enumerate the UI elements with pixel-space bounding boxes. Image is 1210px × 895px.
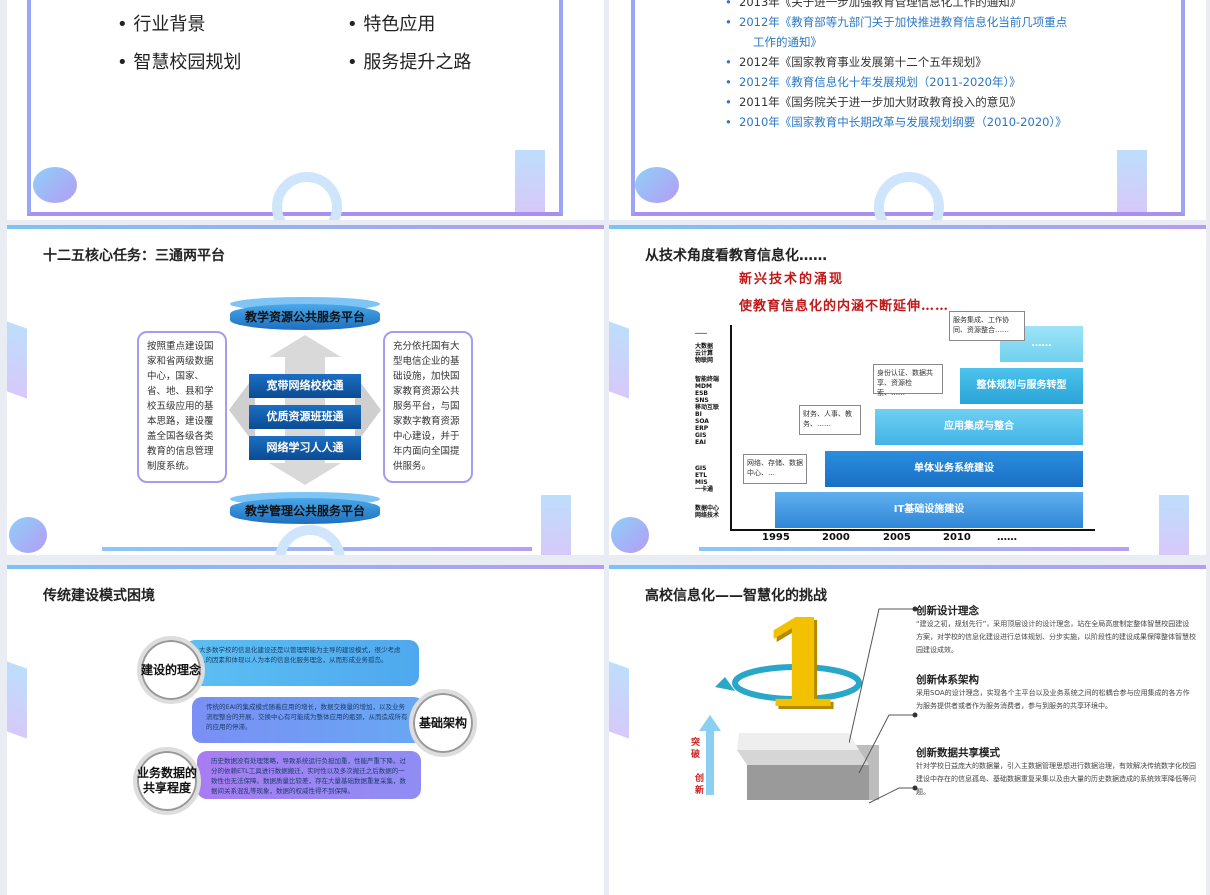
policy-item: •2010年《国家教育中长期改革与发展规划纲要（2010-2020）》 [725,115,1067,129]
innovation-heading: 创新数据共享模式 [916,747,1000,759]
decor-ring [272,172,342,220]
slide-title: 高校信息化——智慧化的挑战 [645,588,827,604]
slide-thumbnail-1[interactable]: • 行业背景 • 特色应用 • 智慧校园规划 • 服务提升之路 [7,0,604,220]
slide-thumbnail-2[interactable]: •2013年《关于进一步加强教育管理信息化工作的通知》 •2012年《教育部等九… [609,0,1206,220]
slide-thumbnail-6[interactable]: 高校信息化——智慧化的挑战 1 突破 创新 创新设计理念 “建设之初，规划先行”… [609,565,1206,895]
innovation-heading: 创新设计理念 [916,605,979,617]
innovation-text: 采用SOA的设计理念，实现各个主平台以及业务系统之间的松耦合参与应用集成的各方作… [916,689,1190,710]
step-bar: 单体业务系统建设 [825,451,1083,487]
slide-title: 十二五核心任务：三通两平台 [43,248,225,264]
decor-bubble [611,517,649,553]
decor-bubble [635,167,679,203]
platform-bottom: 教学管理公共服务平台 [230,498,380,524]
x-label: 2000 [822,532,850,543]
decor-block [1117,150,1147,212]
y-label: …… [695,329,707,336]
bottom-line [699,547,1129,551]
decor-block [515,150,545,212]
decor-block [1159,495,1189,555]
step-bar: 应用集成与整合 [875,409,1083,445]
y-label: 智能终端 MDM ESB SNS 移动互联 BI SOA ERP GIS EAI [695,376,720,446]
x-label: …… [997,532,1017,543]
bullet-item: • 服务提升之路 [347,52,472,73]
issue-bar: 传统的EAI的集成模式随着应用的增长，数据交换量的增加，以及业务流程整合的开展，… [192,697,424,743]
innovation-heading: 创新体系架构 [916,674,979,686]
slide-title: 传统建设模式困境 [43,588,155,604]
policy-item: •2011年《国务院关于进一步加大财政教育投入的意见》 [725,95,1022,109]
callout-tag: 服务集成、工作协同、资源整合…… [949,311,1025,341]
right-description: 充分依托国有大型电信企业的基础设施，加快国家教育资源公共服务平台，与国家数字教育… [383,331,473,483]
decor-ring [874,172,944,220]
bullet-item: • 特色应用 [347,14,436,35]
y-label: 数据中心 网络技术 [695,505,720,519]
top-line [609,565,1206,569]
y-label: 大数据 云计算 物联网 [695,343,714,364]
handwritten-line-2: 使教育信息化的内涵不断延伸…… [739,299,950,314]
y-label: GIS ETL MIS 一卡通 [695,465,714,493]
decor-block [7,661,27,739]
y-axis [730,325,732,530]
issue-bar: 历史数据没有处理策略，导致系统运行负担加重，性能严重下降。过分的依赖ETL工具进… [197,751,421,799]
theme-circle: 建设的理念 [137,636,205,704]
callout-tag: 身份认证、数据共享、资源检索、…… [873,364,943,397]
decor-bubble [9,517,47,553]
top-line [7,225,604,229]
innovation-text: “建设之初，规划先行”，采用顶层设计的设计理念，站在全局高度制定整体智慧校园建设… [916,620,1196,654]
left-description: 按照重点建设国家和省两级数据中心，国家、省、地、县和学校五级应用的基本思路，建设… [137,331,227,483]
side-text: 突破 [691,738,701,760]
handwritten-line-1: 新兴技术的涌现 [739,272,845,287]
big-digit: 1 [759,594,843,735]
policy-item: •2012年《教育信息化十年发展规划（2011-2020年）》 [725,75,1021,89]
slide-thumbnail-3[interactable]: 十二五核心任务：三通两平台 教学资源公共服务平台 教学管理公共服务平台 宽带网络… [7,225,604,555]
number-one-illustration [715,664,879,800]
issue-bar: 大多数学校的信息化建设还是以管理职能为主导的建设模式，很少考虑人的因素和体现以人… [185,640,419,686]
slide-thumbnail-5[interactable]: 传统建设模式困境 大多数学校的信息化建设还是以管理职能为主导的建设模式，很少考虑… [7,565,604,895]
decor-block [7,321,27,399]
decor-block [609,661,629,739]
theme-circle: 业务数据的共享程度 [133,747,201,815]
slide-title: 从技术角度看教育信息化…… [645,248,827,264]
policy-item: •2012年《教育部等九部门关于加快推进教育信息化当前几项重点 [725,15,1068,29]
decor-block [541,495,571,555]
x-label: 1995 [762,532,790,543]
bullet-item: • 智慧校园规划 [117,52,242,73]
arrow-up-icon [699,715,721,795]
policy-item-cont: 工作的通知》 [753,35,822,49]
middle-item: 网络学习人人通 [249,436,361,460]
x-axis [730,529,1095,531]
middle-item: 宽带网络校校通 [249,374,361,398]
decor-bubble [33,167,77,203]
theme-circle: 基础架构 [409,689,477,757]
step-bar: 整体规划与服务转型 [960,368,1083,404]
slide-thumbnail-4[interactable]: 从技术角度看教育信息化…… 新兴技术的涌现 使教育信息化的内涵不断延伸…… ……… [609,225,1206,555]
bullet-item: • 行业背景 [117,14,206,35]
platform-top: 教学资源公共服务平台 [230,304,380,330]
x-label: 2010 [943,532,971,543]
step-bar: IT基础设施建设 [775,492,1083,528]
policy-item: •2013年《关于进一步加强教育管理信息化工作的通知》 [725,0,1022,9]
decor-block [609,321,629,399]
middle-item: 优质资源班班通 [249,405,361,429]
callout-tag: 财务、人事、教务、…… [799,405,861,435]
top-line [609,225,1206,229]
x-label: 2005 [883,532,911,543]
side-text: 创新 [695,774,705,796]
innovation-text: 针对学校日益庞大的数据量，引入主数据管理思想进行数据治理，有效解决传统数字化校园… [916,762,1196,796]
top-line [7,565,604,569]
connector-lines [849,606,918,804]
policy-item: •2012年《国家教育事业发展第十二个五年规划》 [725,55,987,69]
decor-ring [275,525,345,555]
callout-tag: 网络、存储、数据中心、… [743,454,807,484]
